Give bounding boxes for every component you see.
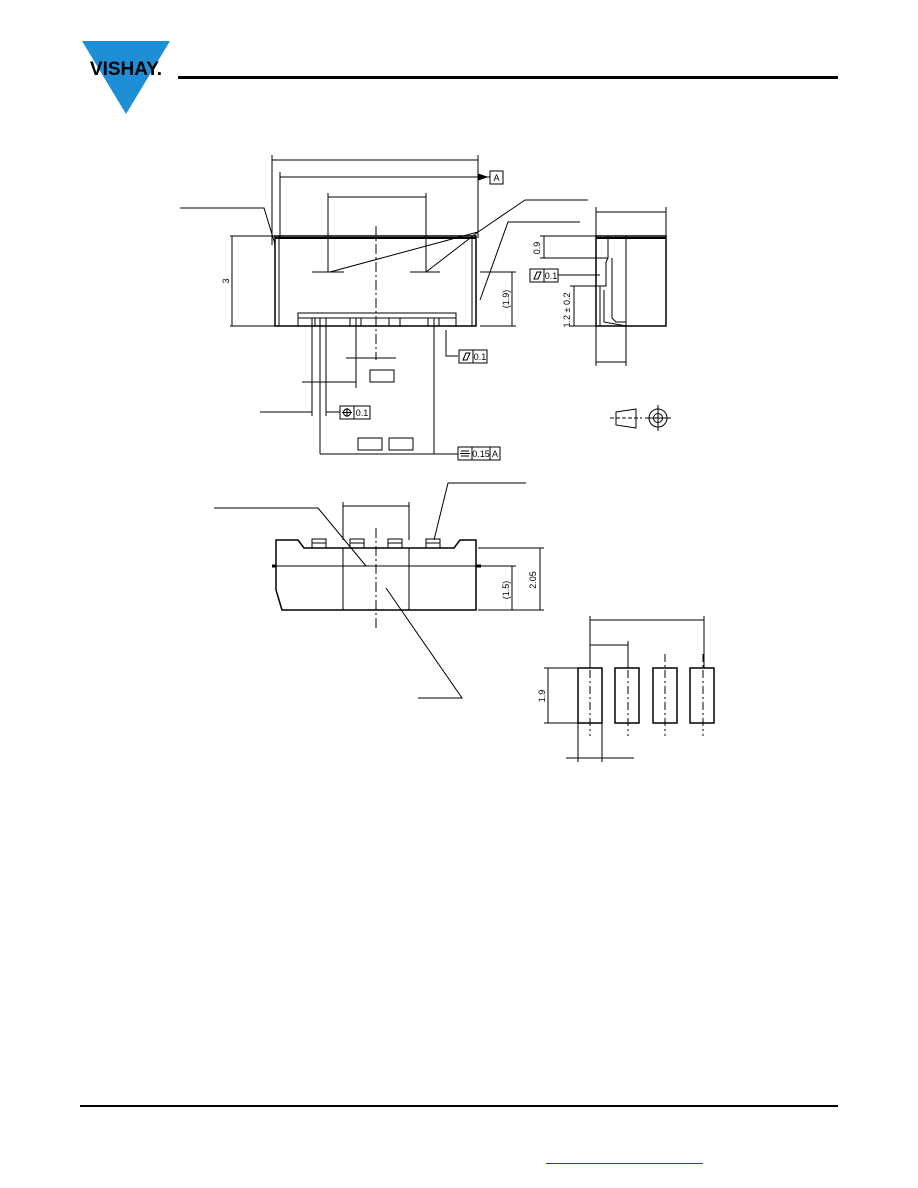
top-position-tol: 0.1 — [356, 408, 369, 418]
footprint-pad-height: 1.9 — [537, 690, 547, 703]
side-dim-bottom: 1.2 ± 0.2 — [562, 293, 572, 328]
top-parallel-tol: 0.1 — [474, 352, 487, 362]
lead-pitch-box — [369, 369, 395, 383]
top-symmetry-datum: A — [492, 449, 498, 459]
top-symmetry-tol: 0.15 — [472, 449, 490, 459]
front-view: 2.05 (1.5) — [214, 482, 544, 699]
projection-cone — [615, 408, 637, 429]
front-height-label: 2.05 — [528, 571, 538, 589]
side-dim-top: 0.9 — [532, 242, 542, 255]
header-rule — [178, 76, 838, 79]
front-height-ref-label: (1.5) — [501, 581, 511, 600]
logo-text: VISHAY. — [90, 59, 162, 80]
footprint: 1.9 — [537, 616, 715, 762]
footprint-pad-4 — [689, 667, 715, 724]
footer-rule — [80, 1105, 838, 1107]
side-parallel-tol: 0.1 — [545, 271, 558, 281]
lead-span-box — [388, 437, 414, 451]
side-view: 0.9 1.2 ± 0.2 0.1 — [529, 207, 671, 431]
top-view: A 3 (1 — [180, 155, 588, 461]
vishay-logo: VISHAY. — [80, 41, 172, 116]
lead-width-box — [357, 437, 383, 451]
top-height-ref-label: (1.9) — [501, 290, 511, 309]
footer-link-underline[interactable] — [546, 1163, 703, 1164]
datum-a-label: A — [493, 173, 499, 183]
footprint-pad-2 — [614, 667, 640, 724]
symmetry-tol-frame — [457, 446, 501, 461]
top-height-label: 3 — [221, 278, 231, 283]
